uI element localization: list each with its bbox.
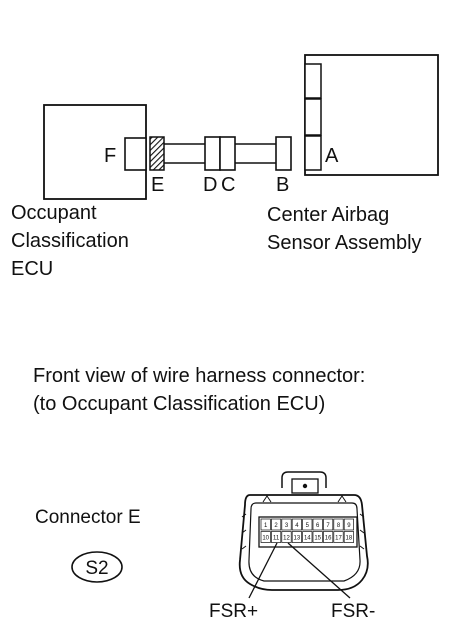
- wire-harness: E D C B: [149, 136, 292, 196]
- pin-cell: [271, 518, 282, 531]
- caption-line-2: (to Occupant Classification ECU): [33, 393, 325, 415]
- connector-e-label: E: [151, 174, 164, 196]
- connector-c-label: C: [221, 174, 235, 196]
- pin-cell: [302, 531, 313, 543]
- pin-cell: [343, 518, 354, 531]
- ecu-connector-f: [124, 137, 147, 171]
- right-name-line-1: Center Airbag: [267, 204, 389, 226]
- pin-cell: [281, 531, 292, 543]
- pin-number: 15: [314, 536, 321, 542]
- pin-number: 1: [264, 523, 268, 529]
- center-airbag-sensor-assembly: A: [304, 54, 439, 176]
- pin-cell: [271, 531, 282, 543]
- connector-code-label: S2: [85, 558, 108, 579]
- right-name-line-2: Sensor Assembly: [267, 232, 422, 254]
- pin-cell: [323, 518, 334, 531]
- pin-number: 10: [262, 536, 269, 542]
- pin-cell: [343, 531, 354, 543]
- shell-top-markers: [262, 495, 347, 503]
- pin-number: 13: [294, 536, 301, 542]
- pin-number: 12: [283, 536, 290, 542]
- pin-cell: [312, 518, 323, 531]
- pin-cell: [323, 531, 334, 543]
- latch-dot: [302, 483, 308, 489]
- pin-number: 14: [304, 536, 311, 542]
- fsr-minus-label: FSR-: [331, 601, 375, 622]
- pin-cell: [291, 518, 302, 531]
- pin-cell: [260, 531, 271, 543]
- connector-d-label: D: [203, 174, 217, 196]
- right-component-name: Center Airbag Sensor Assembly: [267, 204, 422, 254]
- left-name-line-3: ECU: [11, 258, 53, 280]
- left-name-line-1: Occupant: [11, 202, 97, 224]
- pin-cell: [260, 518, 271, 531]
- occupant-classification-ecu: F: [43, 104, 147, 200]
- pin-cell: [291, 531, 302, 543]
- connector-a-label: A: [325, 145, 339, 167]
- pin-cell: [333, 531, 344, 543]
- connector-f-label: F: [104, 145, 116, 167]
- connector-e: [149, 136, 165, 171]
- connector-code-bubble: [71, 551, 123, 583]
- pin-number: 18: [346, 536, 353, 542]
- connector-b: [275, 136, 292, 171]
- pin-number: 3: [285, 523, 289, 529]
- shell-ticks: [241, 513, 365, 550]
- sensor-connector-a: [304, 135, 322, 171]
- pin-cell: [333, 518, 344, 531]
- fsr-minus-leader: [287, 542, 351, 599]
- pin-number: 9: [347, 523, 351, 529]
- pin-number: 5: [306, 523, 310, 529]
- caption-line-1: Front view of wire harness connector:: [33, 365, 365, 387]
- fsr-plus-leader: [248, 542, 278, 599]
- pin-number: 6: [316, 523, 320, 529]
- connector-c: [219, 136, 236, 171]
- pin-number: 11: [273, 536, 280, 542]
- pin-number: 2: [274, 523, 278, 529]
- sensor-slot-middle: [304, 98, 322, 136]
- fsr-plus-label: FSR+: [209, 601, 258, 622]
- pin-cell: [312, 531, 323, 543]
- pin-cell: [281, 518, 292, 531]
- pin-cell: [302, 518, 313, 531]
- pin-number: 16: [325, 536, 332, 542]
- pin-number: 8: [337, 523, 341, 529]
- sensor-slot-top: [304, 63, 322, 99]
- left-component-name: Occupant Classification ECU: [11, 202, 134, 280]
- left-name-line-2: Classification: [11, 230, 129, 252]
- connector-d: [204, 136, 221, 171]
- front-view-caption: Front view of wire harness connector: (t…: [33, 365, 371, 415]
- connector-name: Connector E: [35, 507, 141, 528]
- connector-b-label: B: [276, 174, 289, 196]
- pin-number: 4: [295, 523, 299, 529]
- pin-number: 7: [326, 523, 330, 529]
- pin-number: 17: [335, 536, 342, 542]
